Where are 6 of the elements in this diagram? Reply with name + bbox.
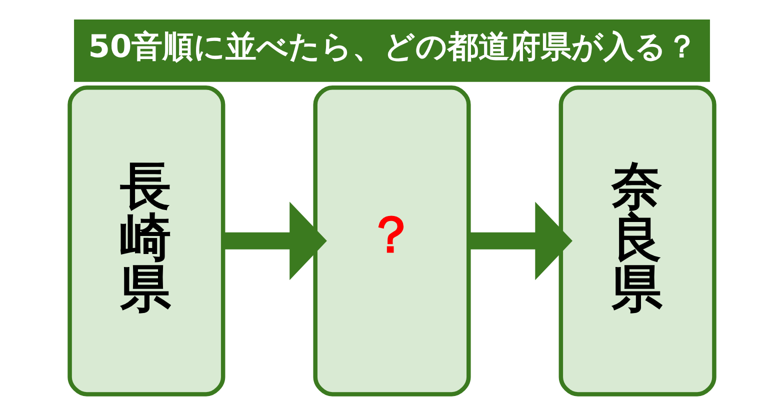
diagram-title: 50音順に並べたら、どの都道府県が入る？	[88, 29, 698, 66]
node-box: 奈良県	[558, 85, 716, 396]
node-box: 長崎県	[68, 85, 226, 396]
arrow	[223, 202, 327, 280]
arrow	[468, 202, 572, 280]
node-box: ？	[313, 85, 471, 396]
